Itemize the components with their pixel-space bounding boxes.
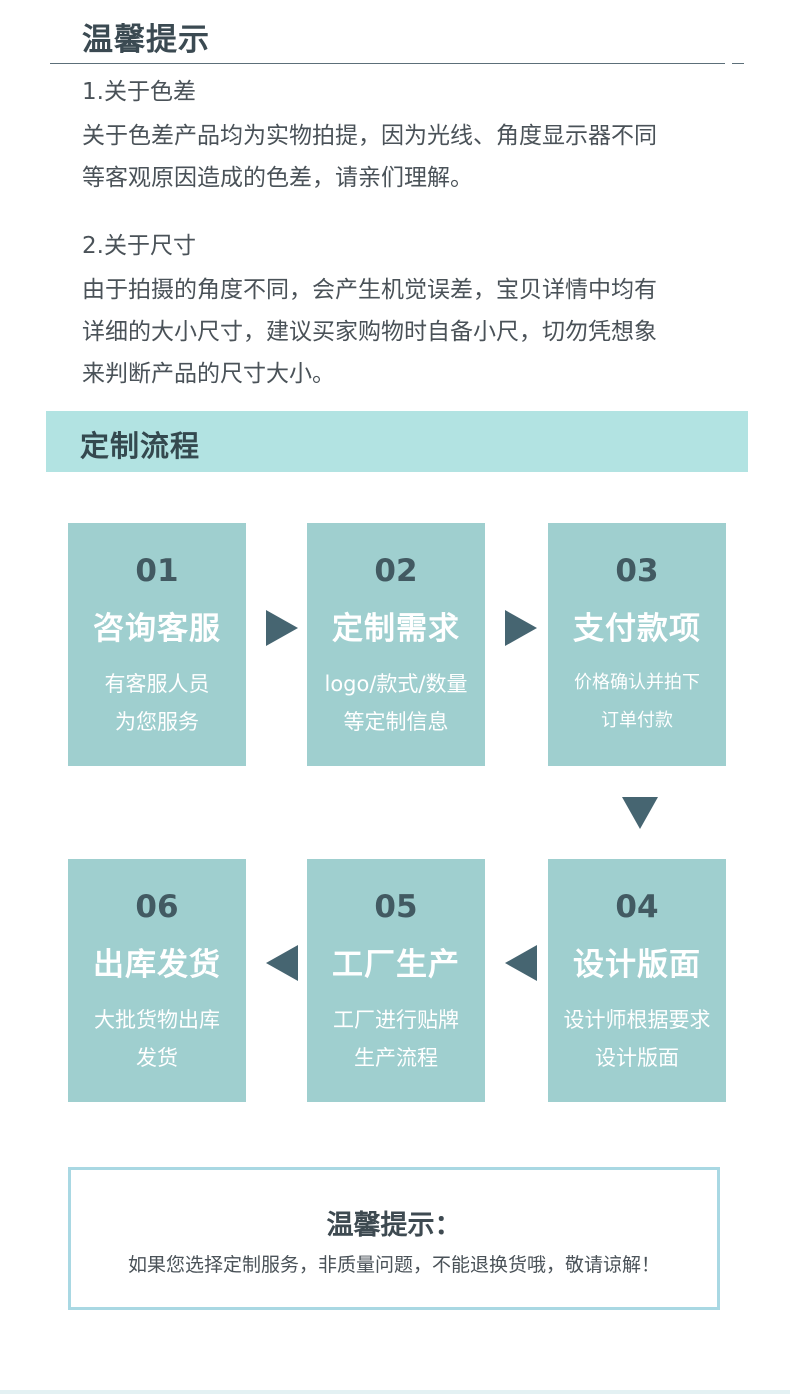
color-diff-title: 1.关于色差 bbox=[82, 79, 196, 105]
size-line-3: 来判断产品的尺寸大小。 bbox=[82, 361, 335, 387]
step-number: 02 bbox=[374, 553, 418, 589]
step-desc-1: 价格确认并拍下 bbox=[574, 672, 700, 693]
page-title: 温馨提示 bbox=[82, 22, 210, 58]
step-number: 05 bbox=[374, 889, 418, 925]
step-card-01: 01 咨询客服 有客服人员 为您服务 bbox=[68, 523, 246, 766]
arrow-left-icon bbox=[505, 945, 537, 981]
step-desc-2: 设计版面 bbox=[595, 1046, 679, 1070]
step-title: 设计版面 bbox=[573, 947, 701, 983]
step-number: 01 bbox=[135, 553, 179, 589]
notice-box: 温馨提示： 如果您选择定制服务，非质量问题，不能退换货哦，敬请谅解！ bbox=[68, 1167, 720, 1310]
step-title: 支付款项 bbox=[573, 611, 701, 647]
step-card-04: 04 设计版面 设计师根据要求 设计版面 bbox=[548, 859, 726, 1102]
step-card-05: 05 工厂生产 工厂进行贴牌 生产流程 bbox=[307, 859, 485, 1102]
step-title: 咨询客服 bbox=[93, 611, 221, 647]
size-line-1: 由于拍摄的角度不同，会产生机觉误差，宝贝详情中均有 bbox=[82, 277, 657, 303]
step-number: 03 bbox=[615, 553, 659, 589]
arrow-down-icon bbox=[622, 797, 658, 829]
size-title: 2.关于尺寸 bbox=[82, 233, 196, 259]
size-line-2: 详细的大小尺寸，建议买家购物时自备小尺，切勿凭想象 bbox=[82, 319, 657, 345]
arrow-right-icon bbox=[505, 610, 537, 646]
header-divider bbox=[50, 63, 725, 64]
step-title: 工厂生产 bbox=[332, 947, 460, 983]
color-diff-line-1: 关于色差产品均为实物拍提，因为光线、角度显示器不同 bbox=[82, 123, 657, 149]
color-diff-line-2: 等客观原因造成的色差，请亲们理解。 bbox=[82, 165, 473, 191]
color-diff-text: 关于色差产品均为实物拍提，因为光线、角度显示器不同 等客观原因造成的色差，请亲们… bbox=[82, 115, 742, 199]
process-banner: 定制流程 bbox=[46, 411, 748, 472]
step-desc-1: logo/款式/数量 bbox=[324, 672, 468, 696]
arrow-right-icon bbox=[266, 610, 298, 646]
bottom-divider bbox=[0, 1390, 790, 1394]
step-desc-1: 设计师根据要求 bbox=[563, 1008, 711, 1032]
step-desc-1: 有客服人员 bbox=[104, 672, 210, 696]
step-card-06: 06 出库发货 大批货物出库 发货 bbox=[68, 859, 246, 1102]
notice-title: 温馨提示： bbox=[326, 1210, 462, 1241]
size-text: 由于拍摄的角度不同，会产生机觉误差，宝贝详情中均有 详细的大小尺寸，建议买家购物… bbox=[82, 269, 742, 395]
step-desc-2: 等定制信息 bbox=[343, 710, 449, 734]
step-card-02: 02 定制需求 logo/款式/数量 等定制信息 bbox=[307, 523, 485, 766]
step-title: 出库发货 bbox=[93, 947, 221, 983]
step-number: 04 bbox=[615, 889, 659, 925]
step-desc-2: 生产流程 bbox=[354, 1046, 438, 1070]
notice-text: 如果您选择定制服务，非质量问题，不能退换货哦，敬请谅解！ bbox=[127, 1254, 660, 1276]
step-title: 定制需求 bbox=[332, 611, 460, 647]
header-divider-dash bbox=[732, 63, 744, 64]
arrow-left-icon bbox=[266, 945, 298, 981]
step-desc-1: 大批货物出库 bbox=[94, 1008, 220, 1032]
step-desc-1: 工厂进行贴牌 bbox=[333, 1008, 459, 1032]
step-card-03: 03 支付款项 价格确认并拍下 订单付款 bbox=[548, 523, 726, 766]
step-number: 06 bbox=[135, 889, 179, 925]
step-desc-2: 为您服务 bbox=[115, 710, 199, 734]
process-title: 定制流程 bbox=[80, 429, 201, 463]
step-desc-2: 订单付款 bbox=[601, 710, 673, 731]
step-desc-2: 发货 bbox=[136, 1046, 178, 1070]
